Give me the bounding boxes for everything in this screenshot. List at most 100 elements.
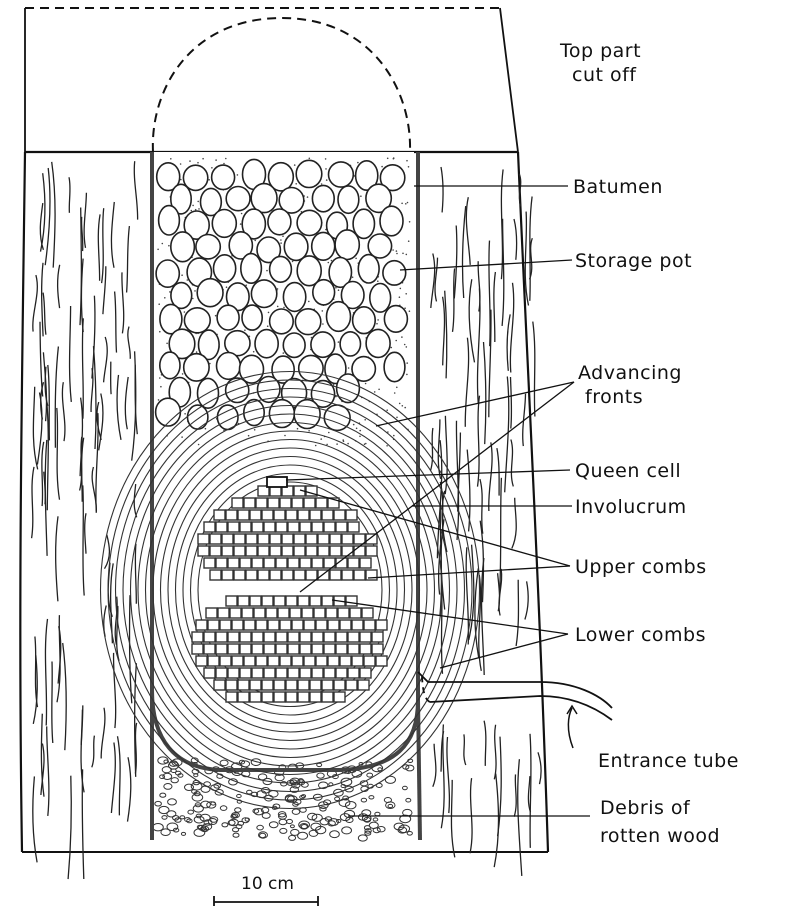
label-lower-combs: Lower combs xyxy=(575,624,706,646)
stipple-dot xyxy=(326,444,328,446)
comb-cell xyxy=(210,546,221,556)
comb-cell xyxy=(318,546,329,556)
stipple-dot xyxy=(158,303,160,305)
stipple-dot xyxy=(182,373,184,375)
comb-cell xyxy=(376,656,387,666)
stipple-dot xyxy=(396,417,398,419)
wood-grain-line xyxy=(84,193,86,248)
stipple-dot xyxy=(347,443,349,445)
stipple-dot xyxy=(328,432,330,434)
stipple-dot xyxy=(387,158,389,160)
comb-cell xyxy=(330,546,341,556)
stipple-dot xyxy=(197,201,199,203)
storage-pot xyxy=(212,165,235,189)
stipple-dot xyxy=(377,280,379,282)
stipple-dot xyxy=(406,374,408,376)
comb-cell xyxy=(292,498,303,508)
wood-grain-line xyxy=(122,272,124,333)
comb-cell xyxy=(254,608,265,618)
wood-grain-line xyxy=(484,342,486,444)
storage-pot xyxy=(217,305,239,330)
comb-cell xyxy=(348,632,359,642)
comb-cell xyxy=(336,522,347,532)
stipple-dot xyxy=(401,203,403,205)
storage-pot xyxy=(335,230,359,260)
stipple-dot xyxy=(377,319,379,321)
comb-cell xyxy=(350,608,361,618)
comb-cell xyxy=(266,608,277,618)
wood-grain-line xyxy=(43,293,46,335)
wood-grain-line xyxy=(514,219,517,260)
comb-cell xyxy=(240,632,251,642)
storage-pot xyxy=(156,398,181,426)
stipple-dot xyxy=(402,253,404,255)
comb-cell xyxy=(364,656,375,666)
storage-pot xyxy=(217,353,241,380)
comb-cell xyxy=(244,656,255,666)
stipple-dot xyxy=(355,258,357,260)
wood-grain-line xyxy=(33,275,38,332)
stipple-dot xyxy=(348,367,350,369)
label-upper-combs: Upper combs xyxy=(575,556,707,578)
wood-grain-line xyxy=(33,776,37,862)
stipple-dot xyxy=(392,249,394,251)
comb-cell xyxy=(348,558,359,568)
stipple-dot xyxy=(396,253,398,255)
stipple-dot xyxy=(308,301,310,303)
comb-cell xyxy=(252,558,263,568)
storage-pot xyxy=(327,302,351,332)
comb-cell xyxy=(192,644,203,654)
stipple-dot xyxy=(295,183,297,185)
comb-cell xyxy=(288,522,299,532)
wood-grain-line xyxy=(99,394,103,451)
stipple-dot xyxy=(331,260,333,262)
storage-pot xyxy=(283,283,305,312)
comb-cell xyxy=(280,498,291,508)
stipple-dot xyxy=(402,405,404,407)
comb-cell xyxy=(372,632,383,642)
comb-cell xyxy=(300,644,311,654)
comb-cell xyxy=(204,632,215,642)
stipple-dot xyxy=(197,162,199,164)
comb-cell xyxy=(228,632,239,642)
wood-grain-line xyxy=(464,734,466,765)
stipple-dot xyxy=(401,336,403,338)
stipple-dot xyxy=(198,208,200,210)
wood-grain-line xyxy=(498,573,500,611)
wood-grain-line xyxy=(98,214,100,280)
comb-cell xyxy=(300,558,311,568)
comb-cell xyxy=(342,570,353,580)
comb-cell xyxy=(252,522,263,532)
comb-cell xyxy=(312,558,323,568)
storage-pot xyxy=(353,307,376,334)
comb-cell xyxy=(280,656,291,666)
comb-cell xyxy=(316,656,327,666)
stipple-dot xyxy=(409,221,411,223)
comb-cell xyxy=(226,510,237,520)
comb-cell xyxy=(360,668,371,678)
comb-cell xyxy=(288,644,299,654)
stipple-dot xyxy=(321,183,323,185)
wood-grain-line xyxy=(494,725,496,780)
stipple-dot xyxy=(360,195,362,197)
wood-grain-line xyxy=(85,513,86,553)
comb-cell xyxy=(192,632,203,642)
stipple-dot xyxy=(240,223,242,225)
comb-cell xyxy=(240,558,251,568)
stipple-dot xyxy=(365,443,367,445)
comb-cell xyxy=(250,510,261,520)
comb-cell xyxy=(252,632,263,642)
comb-cell xyxy=(234,546,245,556)
stipple-dot xyxy=(356,428,358,430)
comb-cell xyxy=(196,620,207,630)
storage-pot xyxy=(226,187,250,211)
stipple-dot xyxy=(168,245,170,247)
stipple-dot xyxy=(342,439,344,441)
stipple-dot xyxy=(406,346,408,348)
wood-grain-line xyxy=(45,168,50,265)
wood-grain-line xyxy=(62,382,65,441)
nest-cavity xyxy=(101,152,480,841)
queen-cell xyxy=(267,477,287,487)
wood-grain-line xyxy=(111,202,114,268)
